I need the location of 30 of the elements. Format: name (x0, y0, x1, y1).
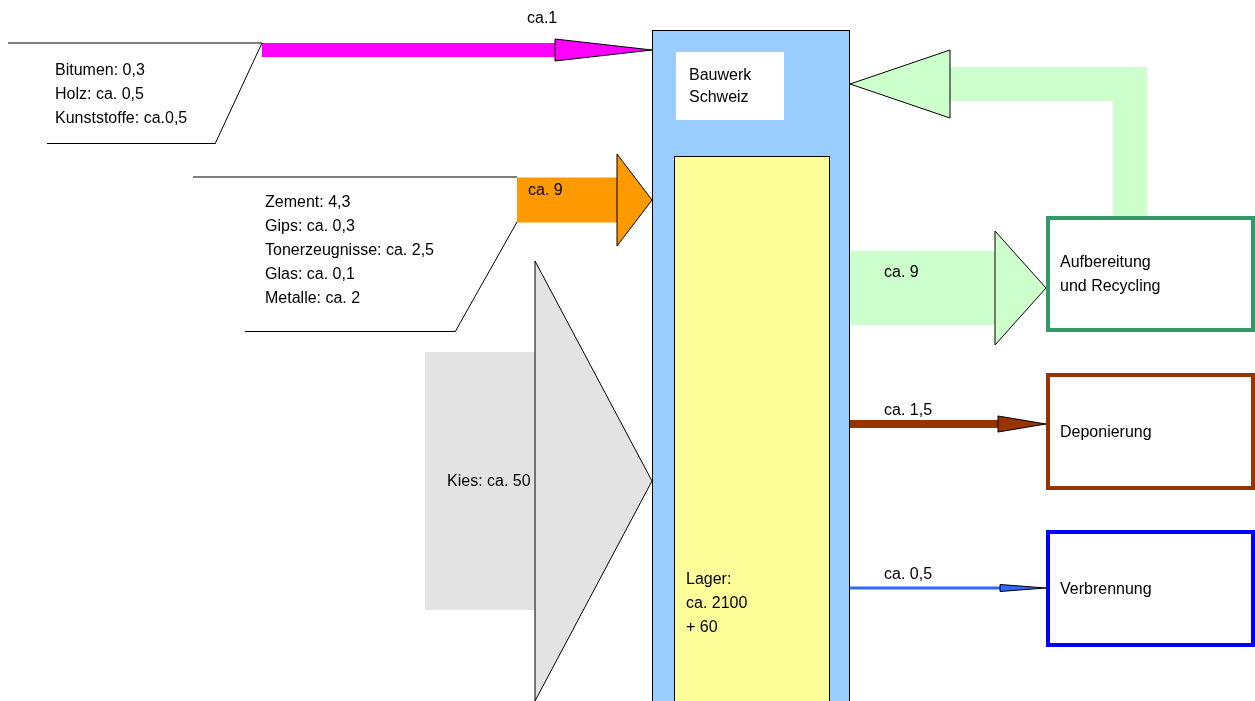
flow-arrow (850, 230, 1047, 346)
flow-arrow (850, 415, 1047, 433)
flow-arrow (262, 38, 653, 62)
stock-box (674, 156, 830, 701)
material-label: Kunststoffe: ca.0,5 (55, 108, 189, 128)
material-label: Tonerzeugnisse: ca. 2,5 (265, 240, 435, 260)
material-label: Glas: ca. 0,1 (265, 264, 356, 284)
edge-label: ca. 0,5 (884, 564, 933, 584)
process-box: Verbrennung (1046, 530, 1255, 647)
material-label: Metalle: ca. 2 (265, 288, 362, 308)
title-label: Bauwerk Schweiz (676, 52, 784, 120)
material-label: Bitumen: 0,3 (55, 60, 146, 80)
stock-label: Lager: ca. 2100 + 60 (686, 569, 749, 637)
edge-label: ca. 1,5 (884, 400, 933, 420)
flow-arrow (849, 49, 1147, 216)
edge-label: ca.1 (527, 8, 558, 28)
material-label: Zement: 4,3 (265, 192, 352, 212)
material-label: Gips: ca. 0,3 (265, 216, 356, 236)
flow-arrow (850, 584, 1047, 592)
edge-label: Kies: ca. 50 (447, 471, 531, 491)
process-band (652, 30, 850, 701)
process-box: Deponierung (1046, 373, 1255, 490)
flow-arrow (517, 153, 653, 247)
edge-label: ca. 9 (884, 262, 919, 282)
leader-line (454, 221, 518, 333)
material-label: Holz: ca. 0,5 (55, 84, 145, 104)
edge-label: ca. 9 (528, 180, 563, 200)
leader-line (214, 42, 263, 145)
flow-arrow (425, 260, 653, 701)
process-box: Aufbereitung und Recycling (1046, 216, 1255, 332)
